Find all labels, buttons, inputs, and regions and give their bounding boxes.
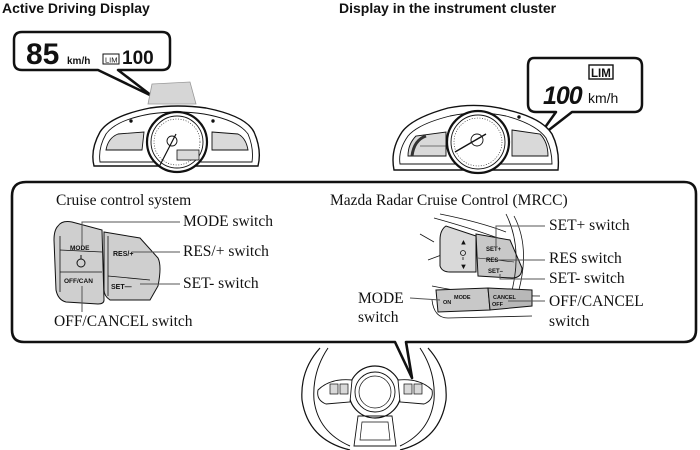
- cruise-set-minus-button[interactable]: SET—: [111, 284, 132, 291]
- ad-limit-value: 100: [122, 48, 154, 69]
- mrcc-off-cancel-switch-label-line1: OFF/CANCEL: [549, 293, 644, 310]
- mrcc-set-plus-button[interactable]: SET+: [486, 247, 502, 253]
- svg-text:CANCEL: CANCEL: [493, 295, 517, 301]
- mrcc-off-cancel-switch-label-line2: switch: [549, 313, 590, 330]
- svg-text:SET–: SET–: [488, 269, 504, 275]
- hud-combiner: [147, 81, 197, 105]
- mrcc-set-plus-switch-label: SET+ switch: [549, 217, 630, 234]
- heading-instrument-cluster-display: Display in the instrument cluster: [339, 0, 557, 16]
- mrcc-distance-icon: [460, 250, 466, 260]
- active-driving-display-callout: 85 km/h LIM 100: [12, 30, 172, 98]
- ad-lim-badge: LIM: [105, 56, 118, 65]
- cluster-display-callout: LIM 100 km/h: [526, 56, 644, 142]
- svg-text:RES/+: RES/+: [113, 251, 133, 258]
- cl-lim-icon: [588, 64, 614, 80]
- heading-active-driving-display: Active Driving Display: [2, 0, 150, 16]
- cruise-set-minus-switch-label: SET- switch: [183, 275, 259, 292]
- ad-lim-icon: [102, 53, 120, 65]
- mrcc-res-button[interactable]: RES: [486, 258, 498, 264]
- mrcc-set-minus-button[interactable]: SET–: [488, 269, 504, 275]
- steering-wheel: [301, 347, 447, 450]
- mrcc-leader-lines: [409, 225, 545, 302]
- cruise-steering-icon: [76, 255, 86, 268]
- mrcc-mode-switch-label-line1: MODE: [358, 290, 404, 307]
- mrcc-mode-on-button[interactable]: ON MODE: [443, 295, 471, 306]
- cruise-res-plus-button[interactable]: RES/+: [113, 251, 133, 258]
- cruise-res-plus-switch-label: RES/+ switch: [183, 243, 269, 260]
- mrcc-distance-down-arrow: ▼: [461, 264, 466, 270]
- svg-text:OFF/CAN: OFF/CAN: [64, 278, 93, 285]
- cl-speed-unit: km/h: [588, 90, 618, 106]
- cruise-control-title: Cruise control system: [56, 192, 191, 209]
- cruise-switch-assembly: [53, 221, 161, 305]
- svg-text:SET—: SET—: [111, 284, 132, 291]
- ad-speed-value: 85: [26, 38, 59, 71]
- svg-text:RES: RES: [486, 258, 498, 264]
- svg-text:MODE: MODE: [454, 295, 471, 301]
- cl-lim-badge: LIM: [591, 68, 611, 80]
- cl-speed-value: 100: [543, 82, 583, 110]
- switch-callout-panel: [10, 180, 698, 380]
- mrcc-title: Mazda Radar Cruise Control (MRCC): [330, 192, 568, 209]
- cruise-leader-lines: [81, 221, 180, 312]
- cruise-mode-switch-label: MODE switch: [183, 213, 273, 230]
- instrument-cluster-left: [92, 105, 261, 174]
- cruise-off-cancel-switch-label: OFF/CANCEL switch: [54, 313, 193, 330]
- cruise-mode-button[interactable]: MODE: [70, 245, 90, 252]
- mrcc-mode-switch-label-line2: switch: [358, 309, 399, 326]
- svg-text:ON: ON: [443, 300, 451, 306]
- mrcc-set-minus-switch-label: SET- switch: [549, 270, 625, 287]
- svg-text:MODE: MODE: [70, 245, 90, 252]
- ad-speed-unit: km/h: [67, 56, 90, 67]
- instrument-cluster-right: [392, 104, 560, 175]
- mrcc-res-switch-label: RES switch: [549, 250, 622, 267]
- mrcc-distance-up-arrow: ▲: [461, 240, 466, 246]
- cruise-off-can-button[interactable]: OFF/CAN: [64, 278, 93, 285]
- svg-text:SET+: SET+: [486, 247, 502, 253]
- mrcc-off-cancel-button[interactable]: CANCEL OFF: [492, 295, 517, 308]
- svg-text:OFF: OFF: [492, 302, 504, 308]
- mrcc-switch-assembly: ▲ ▼: [419, 213, 541, 319]
